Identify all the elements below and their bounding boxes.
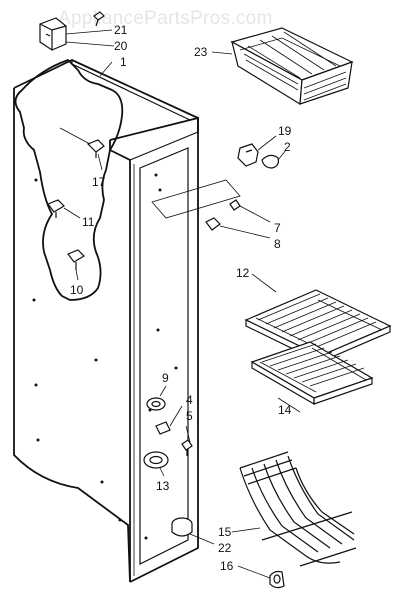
- clip-8: [205, 217, 221, 231]
- callout-16: 16: [220, 559, 234, 573]
- callout-2: 2: [284, 140, 291, 154]
- callout-10: 10: [70, 283, 84, 297]
- basket-23: [230, 27, 354, 106]
- callout-22: 22: [218, 541, 232, 555]
- callout-13: 13: [156, 479, 170, 493]
- callout-19: 19: [278, 124, 292, 138]
- callout-12: 12: [236, 266, 250, 280]
- clip-11: [47, 199, 65, 218]
- clip-17: [86, 139, 105, 158]
- watermark: AppliancePartsPros.com: [58, 8, 273, 29]
- callout-14: 14: [278, 403, 292, 417]
- screw-5: [181, 439, 193, 456]
- lamp-socket-19: [237, 143, 259, 167]
- shelf-14: [250, 341, 374, 406]
- callout-8: 8: [274, 237, 281, 251]
- callout-11: 11: [82, 215, 95, 229]
- callout-1: 1: [120, 55, 127, 69]
- callout-23: 23: [194, 45, 208, 59]
- bulb-2: [261, 154, 279, 169]
- drain-13: [143, 451, 169, 469]
- wire-rack-15: [239, 451, 357, 567]
- roller-16: [269, 570, 285, 589]
- clip-10: [67, 249, 85, 270]
- bracket-4: [155, 421, 171, 435]
- callout-20: 20: [114, 39, 128, 53]
- callout-4: 4: [186, 393, 193, 407]
- cap-22: [171, 517, 193, 537]
- thermostat-21: [39, 17, 67, 51]
- callout-17: 17: [92, 175, 106, 189]
- clip-7: [229, 199, 241, 211]
- screw-20: [93, 11, 105, 27]
- heater-wire-loop: [14, 58, 124, 301]
- callout-5: 5: [186, 409, 193, 423]
- control-9: [146, 397, 166, 411]
- freezer-liner: [13, 59, 199, 583]
- callout-9: 9: [162, 371, 169, 385]
- callout-15: 15: [218, 525, 232, 539]
- callout-21: 21: [114, 23, 128, 37]
- callout-7: 7: [274, 221, 281, 235]
